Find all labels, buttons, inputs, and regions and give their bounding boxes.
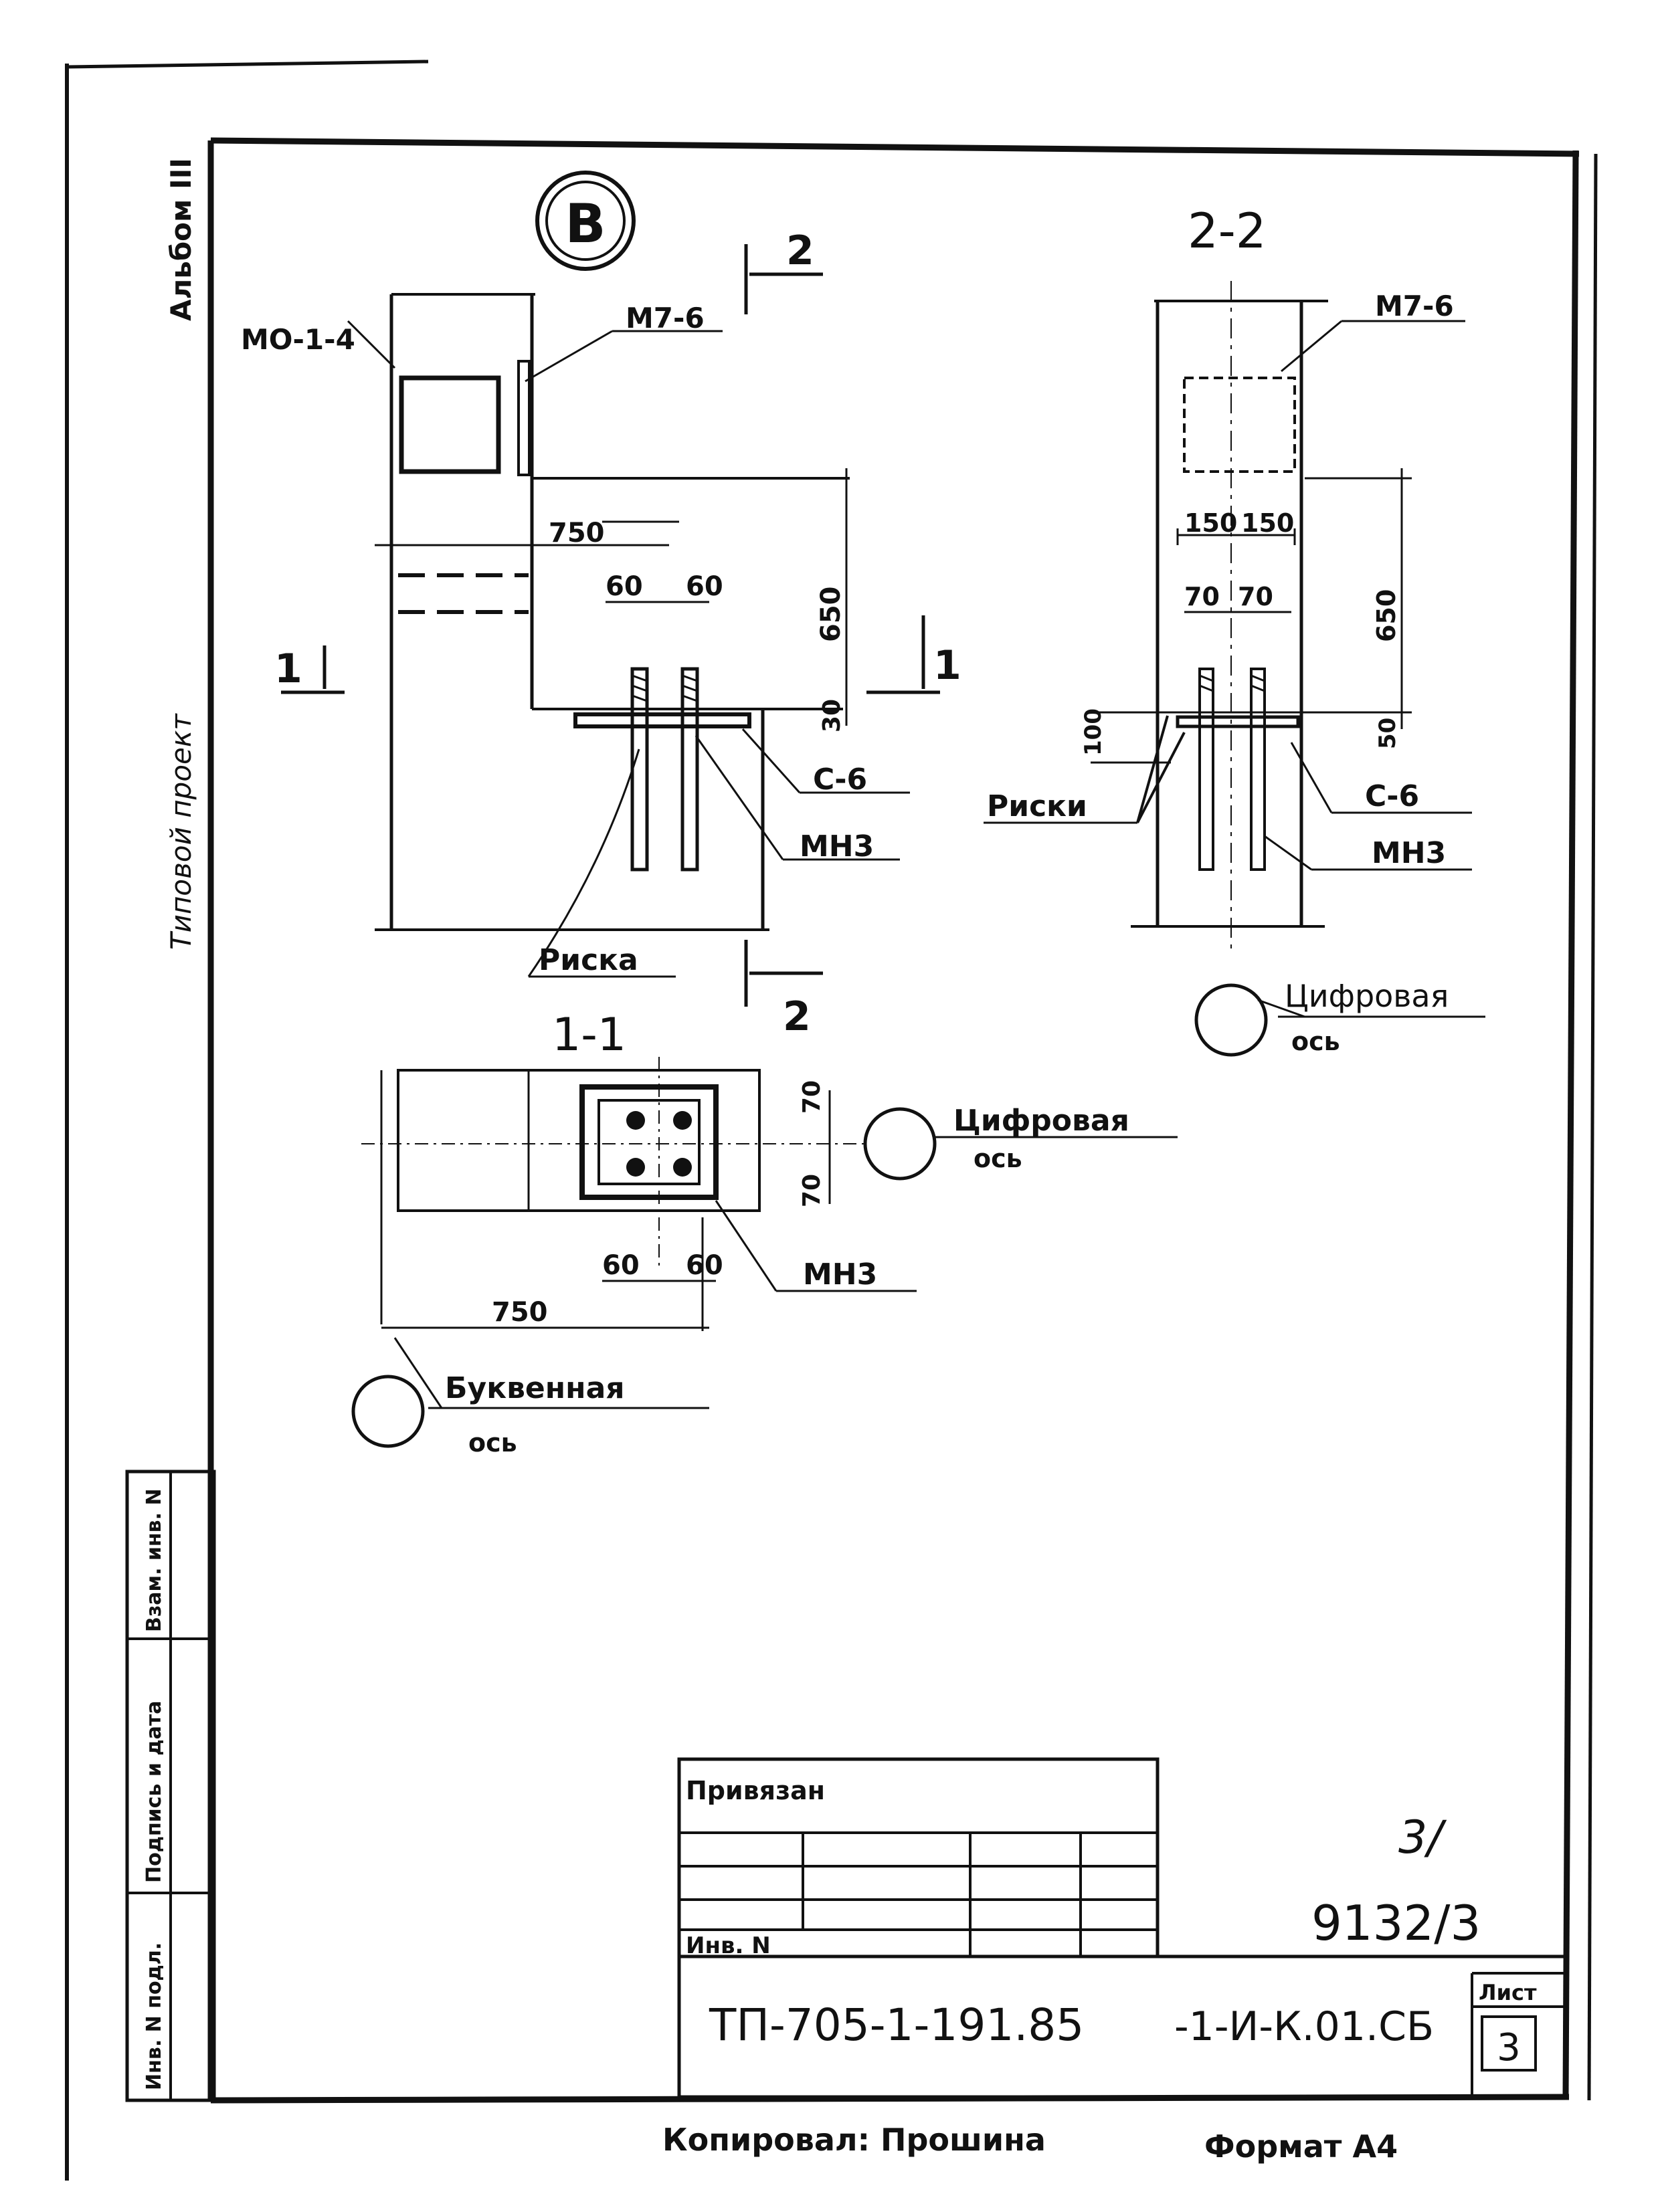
dim-750-top: 750 xyxy=(549,518,605,548)
dim-150-left: 150 xyxy=(1184,508,1237,538)
label-digital-axis-sec2: Цифровая xyxy=(1285,978,1449,1014)
label-mn3-sec2: МН3 xyxy=(1372,836,1446,870)
label-riska: Риска xyxy=(539,943,638,977)
dim-60-plan-right: 60 xyxy=(686,1250,723,1281)
label-digital-axis-plan: Цифровая xyxy=(953,1104,1129,1138)
title-block: Привязан Инв. N ТП-705-1-191.85 -1-И-К.0… xyxy=(677,1757,1568,2099)
project-type-label: Типовой проект xyxy=(165,713,197,950)
label-m7-6-sec2: М7-6 xyxy=(1375,290,1454,322)
cut-mark-2-bottom: 2 xyxy=(783,993,811,1040)
stamp-code-left: ТП-705-1-191.85 xyxy=(709,1999,1084,2051)
footer-format: Формат А4 xyxy=(1204,2128,1398,2165)
album-label: Альбом III xyxy=(165,158,197,321)
label-c6-sec2: С-6 xyxy=(1365,779,1419,813)
section-2-2-title: 2-2 xyxy=(1188,203,1267,259)
side-stamp-signature-date: Подпись и дата xyxy=(143,1701,166,1883)
label-riski: Риски xyxy=(987,789,1087,823)
stamp-sheet-no: 3 xyxy=(1497,2026,1521,2070)
stamp-privyazan: Привязан xyxy=(686,1776,825,1805)
label-axis-letter: ось xyxy=(468,1428,517,1457)
label-mn3-elev: МН3 xyxy=(800,829,874,864)
dim-70-plan-top: 70 xyxy=(798,1080,826,1114)
cut-mark-1-right: 1 xyxy=(933,642,961,689)
dim-650-sec2: 650 xyxy=(1372,589,1401,642)
side-stamp: Инв. N подл. Подпись и дата Взам. инв. N xyxy=(125,1470,216,2102)
stamp-sheet-label: Лист xyxy=(1479,1980,1537,2005)
dim-60-left: 60 xyxy=(606,571,643,602)
label-m7-6-elev: М7-6 xyxy=(626,302,705,334)
label-letter-axis: Буквенная xyxy=(445,1371,625,1405)
dim-30: 30 xyxy=(818,699,846,732)
section-1-1-title: 1-1 xyxy=(552,1009,626,1062)
dim-60-right: 60 xyxy=(686,571,723,602)
label-c6-elev: С-6 xyxy=(813,763,867,797)
side-stamp-inv-podl: Инв. N подл. xyxy=(143,1942,166,2090)
elevation-view: 750 60 60 650 30 МО-1-4 М7-6 С-6 МН3 Рис… xyxy=(241,227,961,1040)
cut-mark-2-top: 2 xyxy=(786,227,814,274)
sheet-fraction-bottom: 9132/3 xyxy=(1311,1895,1481,1951)
axis-marker-b-letter: В xyxy=(565,193,606,255)
axis-marker-b: В xyxy=(535,171,636,271)
dim-50-sec2: 50 xyxy=(1374,718,1401,749)
stamp-code-right: -1-И-К.01.СБ xyxy=(1174,2003,1434,2050)
dim-60-plan-left: 60 xyxy=(602,1250,640,1281)
stamp-inv-n: Инв. N xyxy=(686,1932,771,1959)
label-mo-1-4: МО-1-4 xyxy=(241,323,355,356)
dim-100-sec2: 100 xyxy=(1080,708,1107,756)
dim-750-plan: 750 xyxy=(492,1297,548,1328)
cut-mark-1-left: 1 xyxy=(274,645,302,692)
label-axis-plan: ось xyxy=(974,1144,1022,1173)
section-2-2: 2-2 150 150 70 70 650 50 100 Риски М7-6 xyxy=(984,203,1485,1057)
dim-650: 650 xyxy=(816,587,846,643)
dim-70-right: 70 xyxy=(1238,582,1273,611)
dim-70-plan-bottom: 70 xyxy=(798,1174,826,1207)
section-1-1: 1-1 750 60 60 70 70 МН3 Цифровая ось Бук… xyxy=(351,1009,1178,1457)
dim-150-right: 150 xyxy=(1241,508,1294,538)
dim-70-left: 70 xyxy=(1184,582,1220,611)
sheet-border xyxy=(65,60,1598,2181)
label-axis-sec2: ось xyxy=(1291,1027,1340,1056)
side-stamp-vzam-inv: Взам. инв. N xyxy=(143,1488,166,1632)
label-mn3-plan: МН3 xyxy=(803,1258,877,1292)
sheet-fraction-top: 3/ xyxy=(1398,1811,1447,1864)
footer-copied-by: Копировал: Прошина xyxy=(662,2122,1046,2158)
